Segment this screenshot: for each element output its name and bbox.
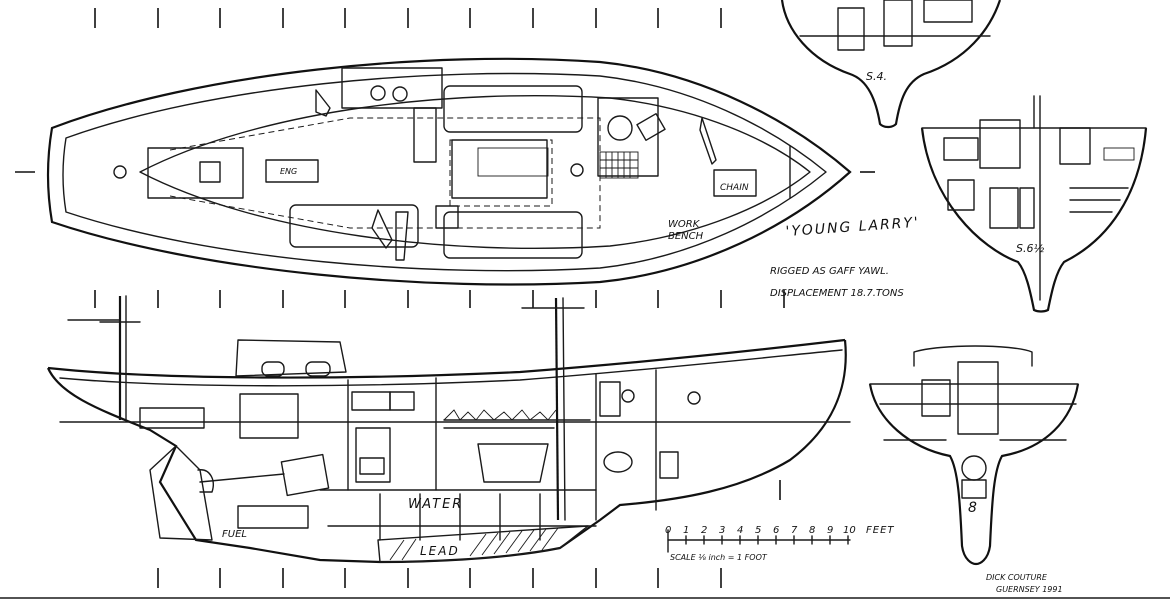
saloon-table-profile bbox=[477, 443, 549, 483]
designer-place-year: GUERNSEY 1991 bbox=[996, 585, 1063, 594]
lead-ballast bbox=[377, 525, 589, 563]
scale-1: 1 bbox=[683, 525, 689, 536]
saloon-table bbox=[451, 139, 548, 199]
engine-box-label: ENG bbox=[280, 167, 297, 176]
galley-stove bbox=[341, 67, 443, 109]
hull-bottom-profile bbox=[46, 339, 847, 564]
prop-shaft bbox=[199, 473, 285, 483]
chain-label: CHAIN bbox=[720, 183, 749, 193]
mizzen-mast-plan bbox=[113, 165, 127, 179]
hull-outline-plan bbox=[46, 57, 852, 286]
inboard-profile: WATER LEAD FUEL bbox=[46, 295, 851, 564]
station-ticks-bottom bbox=[157, 568, 722, 588]
boat-title: 'YOUNG LARRY' bbox=[785, 215, 920, 240]
accommodation-plan: CHAIN WORK BENCH ENG bbox=[46, 57, 852, 286]
station-ticks-middle bbox=[94, 290, 785, 308]
work-label: WORK bbox=[668, 219, 701, 230]
steering-box bbox=[199, 161, 221, 183]
bench-label: BENCH bbox=[668, 231, 704, 242]
deck-inner-line bbox=[62, 72, 827, 272]
cockpit bbox=[147, 147, 244, 199]
scale-2: 2 bbox=[701, 525, 707, 536]
scale-7: 7 bbox=[791, 525, 798, 536]
settee-port bbox=[443, 85, 583, 133]
water-tanks bbox=[327, 493, 597, 541]
lead-label: LEAD bbox=[420, 544, 460, 558]
scale-9: 9 bbox=[827, 525, 833, 536]
section-8: 8 bbox=[868, 345, 1080, 566]
engine-box bbox=[265, 159, 319, 183]
toilet-profile bbox=[603, 451, 633, 473]
main-mast bbox=[554, 297, 560, 521]
toilet bbox=[607, 115, 633, 141]
displacement-note: DISPLACEMENT 18.7.TONS bbox=[770, 288, 904, 299]
section-s6-half: S.6½ bbox=[920, 95, 1148, 313]
scale-0: 0 bbox=[665, 525, 671, 536]
doghouse bbox=[235, 339, 347, 377]
chain-locker bbox=[713, 169, 757, 197]
quarter-berth bbox=[289, 204, 419, 248]
scale-5: 5 bbox=[755, 525, 761, 536]
engine-section bbox=[961, 455, 987, 481]
scale-8: 8 bbox=[809, 525, 815, 536]
settee-starboard bbox=[443, 211, 583, 259]
scale-bar: 0 1 2 3 4 5 6 7 8 9 10 FEET SCALE ⅛ inch… bbox=[665, 525, 895, 562]
cabin-sheer-curve bbox=[139, 95, 811, 249]
scale-3: 3 bbox=[719, 525, 725, 536]
fuel-tank bbox=[237, 505, 309, 529]
scale-6: 6 bbox=[773, 525, 779, 536]
section-s6-label: S.6½ bbox=[1016, 242, 1044, 255]
main-mast-plan bbox=[570, 163, 584, 177]
fuel-label: FUEL bbox=[222, 529, 247, 540]
water-label: WATER bbox=[408, 497, 463, 512]
scale-4: 4 bbox=[737, 525, 743, 536]
engine bbox=[280, 453, 330, 497]
grating bbox=[599, 151, 639, 179]
section-s4: S.4. bbox=[780, 0, 1002, 129]
heater bbox=[435, 205, 459, 229]
cockpit-locker bbox=[239, 393, 299, 439]
section-s4-label: S.4. bbox=[866, 70, 887, 83]
head-locker bbox=[599, 381, 621, 417]
rudder bbox=[149, 445, 213, 541]
head-compartment bbox=[597, 97, 659, 177]
sheer-line bbox=[47, 338, 846, 379]
rig-note: RIGGED AS GAFF YAWL. bbox=[770, 266, 889, 277]
scale-10: 10 bbox=[843, 525, 856, 536]
galley-counter bbox=[413, 107, 437, 163]
designer-name: DICK COUTURE bbox=[986, 573, 1048, 582]
scale-unit: FEET bbox=[866, 525, 895, 536]
galley-lockers bbox=[351, 391, 391, 411]
station-ticks-top bbox=[94, 8, 722, 28]
scale-caption: SCALE ⅛ inch = 1 FOOT bbox=[670, 553, 768, 562]
deck-dash-outline bbox=[169, 117, 601, 229]
section-8-label: 8 bbox=[968, 500, 977, 516]
